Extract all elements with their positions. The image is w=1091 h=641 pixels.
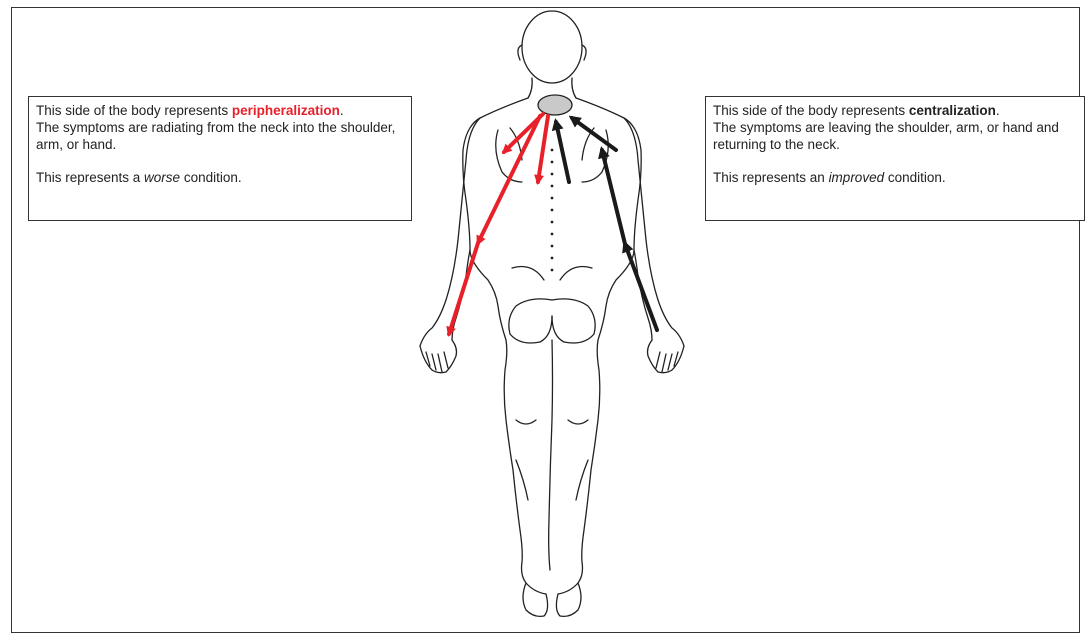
- note-description: The symptoms are radiating from the neck…: [36, 119, 404, 153]
- note-description: The symptoms are leaving the shoulder, a…: [713, 119, 1077, 153]
- peripheralization-term: peripheralization: [232, 103, 340, 118]
- head-outline: [522, 11, 582, 83]
- note-condition: This represents a worse condition.: [36, 169, 404, 186]
- neck-pain-spot-icon: [538, 95, 572, 115]
- condition-emphasis: improved: [829, 170, 885, 185]
- right-arm-outer: [624, 118, 684, 346]
- left-foot: [523, 583, 548, 616]
- lower-back-left: [512, 267, 544, 281]
- red-arrow-icon: [449, 243, 478, 334]
- left-calf: [516, 460, 528, 500]
- neck-left: [528, 78, 532, 98]
- centralization-note: This side of the body represents central…: [705, 96, 1085, 221]
- left-arm-outer: [420, 118, 480, 346]
- red-arrow-icon: [478, 116, 540, 243]
- centralization-term: centralization: [909, 103, 996, 118]
- condition-prefix: This represents an: [713, 170, 829, 185]
- right-buttock: [552, 299, 595, 343]
- note-heading-suffix: .: [340, 103, 344, 118]
- lower-back-right: [560, 267, 592, 281]
- peripheralization-note: This side of the body represents periphe…: [28, 96, 412, 221]
- right-foot: [556, 583, 581, 616]
- note-heading: This side of the body represents central…: [713, 102, 1077, 119]
- note-heading-prefix: This side of the body represents: [36, 103, 232, 118]
- note-condition: This represents an improved condition.: [713, 169, 1077, 186]
- note-heading-suffix: .: [996, 103, 1000, 118]
- neck-right: [572, 78, 576, 98]
- left-buttock: [509, 299, 552, 343]
- right-hand: [648, 340, 685, 373]
- left-hand: [420, 340, 457, 373]
- black-arrow-icon: [625, 244, 657, 330]
- spine-marks: [551, 149, 554, 272]
- note-heading-prefix: This side of the body represents: [713, 103, 909, 118]
- condition-suffix: condition.: [180, 170, 242, 185]
- condition-suffix: condition.: [884, 170, 946, 185]
- leg-separation: [549, 340, 553, 570]
- condition-prefix: This represents a: [36, 170, 144, 185]
- torso-right: [558, 98, 641, 594]
- black-arrow-icon: [556, 122, 569, 182]
- black-arrow-icon: [602, 150, 625, 244]
- right-calf: [576, 460, 588, 500]
- right-knee: [568, 420, 588, 424]
- left-knee: [516, 420, 536, 424]
- note-heading: This side of the body represents periphe…: [36, 102, 404, 119]
- black-arrow-icon: [572, 118, 616, 150]
- condition-emphasis: worse: [144, 170, 180, 185]
- red-arrow-icon: [538, 116, 548, 182]
- torso-left: [463, 98, 546, 594]
